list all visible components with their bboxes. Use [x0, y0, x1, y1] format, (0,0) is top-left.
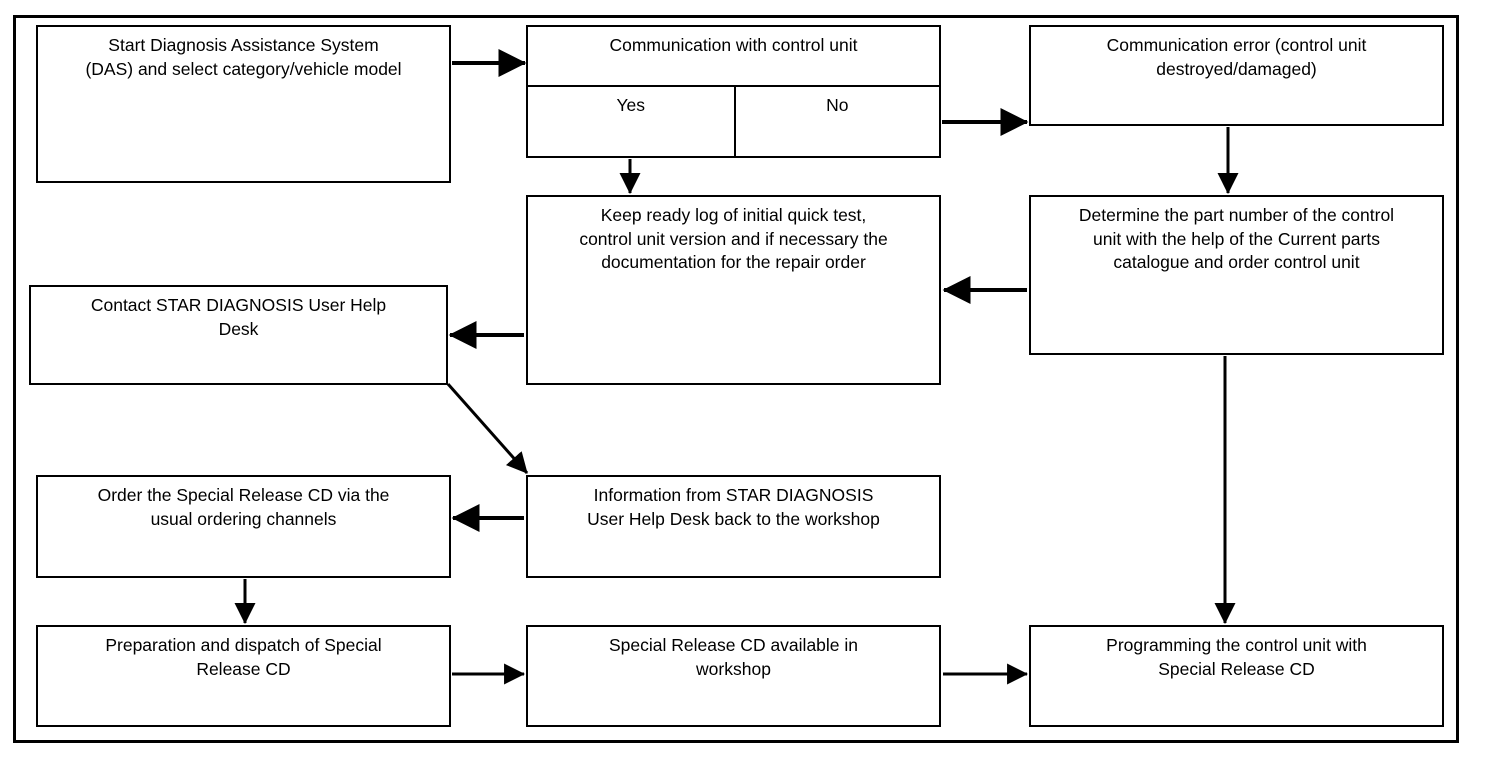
node-information-back-label: Information from STAR DIAGNOSIS User Hel…: [587, 485, 880, 529]
node-keep-ready-log-label: Keep ready log of initial quick test, co…: [579, 205, 888, 273]
node-start[interactable]: Start Diagnosis Assistance System (DAS) …: [36, 25, 451, 183]
node-preparation-dispatch-label: Preparation and dispatch of Special Rele…: [105, 635, 382, 679]
node-preparation-dispatch[interactable]: Preparation and dispatch of Special Rele…: [36, 625, 451, 727]
diagram-outer-frame: [13, 15, 1459, 743]
branch-yes[interactable]: Yes: [528, 87, 734, 156]
branch-no[interactable]: No: [733, 87, 940, 156]
node-contact-help-desk-label: Contact STAR DIAGNOSIS User Help Desk: [90, 295, 387, 339]
node-order-cd-label: Order the Special Release CD via the usu…: [97, 485, 390, 529]
node-programming-label: Programming the control unit with Specia…: [1106, 635, 1367, 679]
node-communication-label: Communication with control unit: [609, 35, 858, 55]
branch-yes-label: Yes: [616, 95, 646, 115]
node-information-back[interactable]: Information from STAR DIAGNOSIS User Hel…: [526, 475, 941, 578]
node-determine-part-number-label: Determine the part number of the control…: [1078, 205, 1395, 273]
node-order-cd[interactable]: Order the Special Release CD via the usu…: [36, 475, 451, 578]
node-cd-available-label: Special Release CD available in workshop: [608, 635, 859, 679]
node-contact-help-desk[interactable]: Contact STAR DIAGNOSIS User Help Desk: [29, 285, 448, 385]
node-keep-ready-log[interactable]: Keep ready log of initial quick test, co…: [526, 195, 941, 385]
node-programming[interactable]: Programming the control unit with Specia…: [1029, 625, 1444, 727]
node-communication-error-label: Communication error (control unit destro…: [1106, 35, 1367, 79]
node-communication[interactable]: Communication with control unit Yes No: [526, 25, 941, 158]
node-communication-branches: Yes No: [528, 87, 939, 156]
node-determine-part-number[interactable]: Determine the part number of the control…: [1029, 195, 1444, 355]
branch-no-label: No: [826, 95, 849, 115]
node-start-label: Start Diagnosis Assistance System (DAS) …: [85, 35, 402, 79]
node-communication-header: Communication with control unit: [528, 27, 939, 87]
node-communication-error[interactable]: Communication error (control unit destro…: [1029, 25, 1444, 126]
node-cd-available[interactable]: Special Release CD available in workshop: [526, 625, 941, 727]
